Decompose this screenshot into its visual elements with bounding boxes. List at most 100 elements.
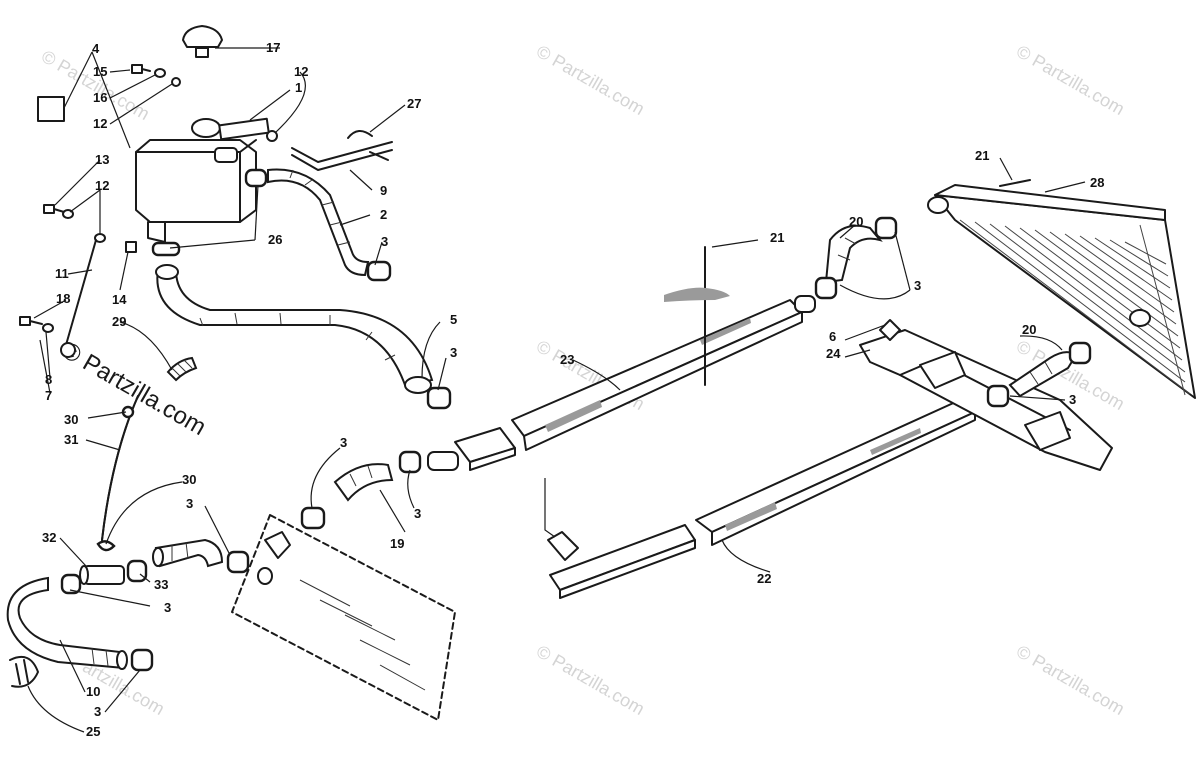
hose-clamp [226,550,250,574]
tank-strap [291,130,393,171]
callout-9: 9 [380,183,387,198]
pad-21 [664,287,730,302]
hose-2 [267,168,370,277]
heat-exchanger-22 [695,399,976,546]
callout-29: 29 [112,314,126,329]
callout-19: 19 [390,536,404,551]
callout-12: 12 [294,64,308,79]
watermark-large: © Partzilla.com [57,337,211,441]
coolant-tank [135,117,278,243]
callout-30: 30 [182,472,196,487]
callout-12: 12 [95,178,109,193]
callout-3: 3 [450,345,457,360]
hose-clamp [814,276,838,300]
washer-16 [154,68,166,78]
callout-12: 12 [93,116,107,131]
heat-exchanger-24 [859,329,1113,471]
radiator-cap [182,25,223,58]
hose-10 [6,576,128,670]
hose-clamp [986,384,1010,408]
callout-2: 2 [380,207,387,222]
washer-7 [42,323,54,333]
hose-clamp [398,450,422,474]
callout-1: 1 [295,80,302,95]
hose-clamp [60,573,82,595]
callout-4: 4 [92,41,100,56]
callout-23: 23 [560,352,574,367]
screw-15 [131,64,151,74]
decal-4 [37,96,65,122]
callout-18: 18 [56,291,70,306]
callout-16: 16 [93,90,107,105]
hose-clamp [300,506,326,530]
heat-exchanger-23 [511,295,816,451]
clip-25 [9,656,39,688]
hose-clamp [244,168,268,188]
nut-14 [125,241,137,253]
leader-lines [27,47,1086,733]
watermark: © Partzilla.com [533,641,648,719]
callout-3: 3 [414,506,421,521]
elbow-fitting [264,531,291,559]
callout-3: 3 [164,600,171,615]
callout-17: 17 [266,40,280,55]
callout-3: 3 [186,496,193,511]
hose-clamp-26 [151,241,181,257]
callout-5: 5 [450,312,457,327]
callout-25: 25 [86,724,100,739]
radiator-28 [927,184,1196,399]
callout-20: 20 [849,214,863,229]
callout-21: 21 [770,230,784,245]
callout-32: 32 [42,530,56,545]
callout-10: 10 [86,684,100,699]
fitting-32 [79,565,125,585]
heat-exchanger-lower [547,524,696,599]
callout-27: 27 [407,96,421,111]
callout-3: 3 [94,704,101,719]
callout-28: 28 [1090,175,1104,190]
connector-line [544,478,556,538]
hose-clamp [426,386,452,410]
callout-6: 6 [829,329,836,344]
callout-3: 3 [1069,392,1076,407]
washer-12 [171,77,181,87]
watermark: © Partzilla.com [1013,41,1128,119]
callout-3: 3 [340,435,347,450]
callout-26: 26 [268,232,282,247]
hose-5 [155,264,434,394]
hose-19 [333,463,394,502]
callout-22: 22 [757,571,771,586]
callout-11: 11 [55,266,69,281]
callout-14: 14 [112,292,127,307]
hose-clamp [874,216,898,240]
callout-15: 15 [93,64,107,79]
hose-clamp [366,260,392,282]
callout-13: 13 [95,152,109,167]
bolt-13 [43,204,65,214]
callout-3: 3 [381,234,388,249]
hose-clamp [1068,341,1092,365]
callout-7: 7 [45,388,52,403]
callout-31: 31 [64,432,78,447]
clip-30 [96,540,116,552]
hose-fitting [257,567,273,585]
watermark: © Partzilla.com [1013,641,1128,719]
callout-labels: 4 15 16 12 17 12 1 27 9 2 3 26 13 12 14 … [42,40,1104,739]
watermark: © Partzilla.com [533,41,648,119]
heat-exchanger-panel [231,514,456,721]
hose-fitting [427,451,459,471]
pin-21 [999,179,1031,187]
tunnel-junction [454,427,516,471]
hose-20-upper [824,224,883,284]
callout-21: 21 [975,148,989,163]
callout-20: 20 [1022,322,1036,337]
hose-clamp [126,559,148,583]
callout-3: 3 [914,278,921,293]
callout-24: 24 [826,346,841,361]
callout-33: 33 [154,577,168,592]
hose-20-lower [1008,351,1078,398]
hose-33 [152,538,224,568]
callout-30: 30 [64,412,78,427]
support-rod-11 [60,239,97,358]
